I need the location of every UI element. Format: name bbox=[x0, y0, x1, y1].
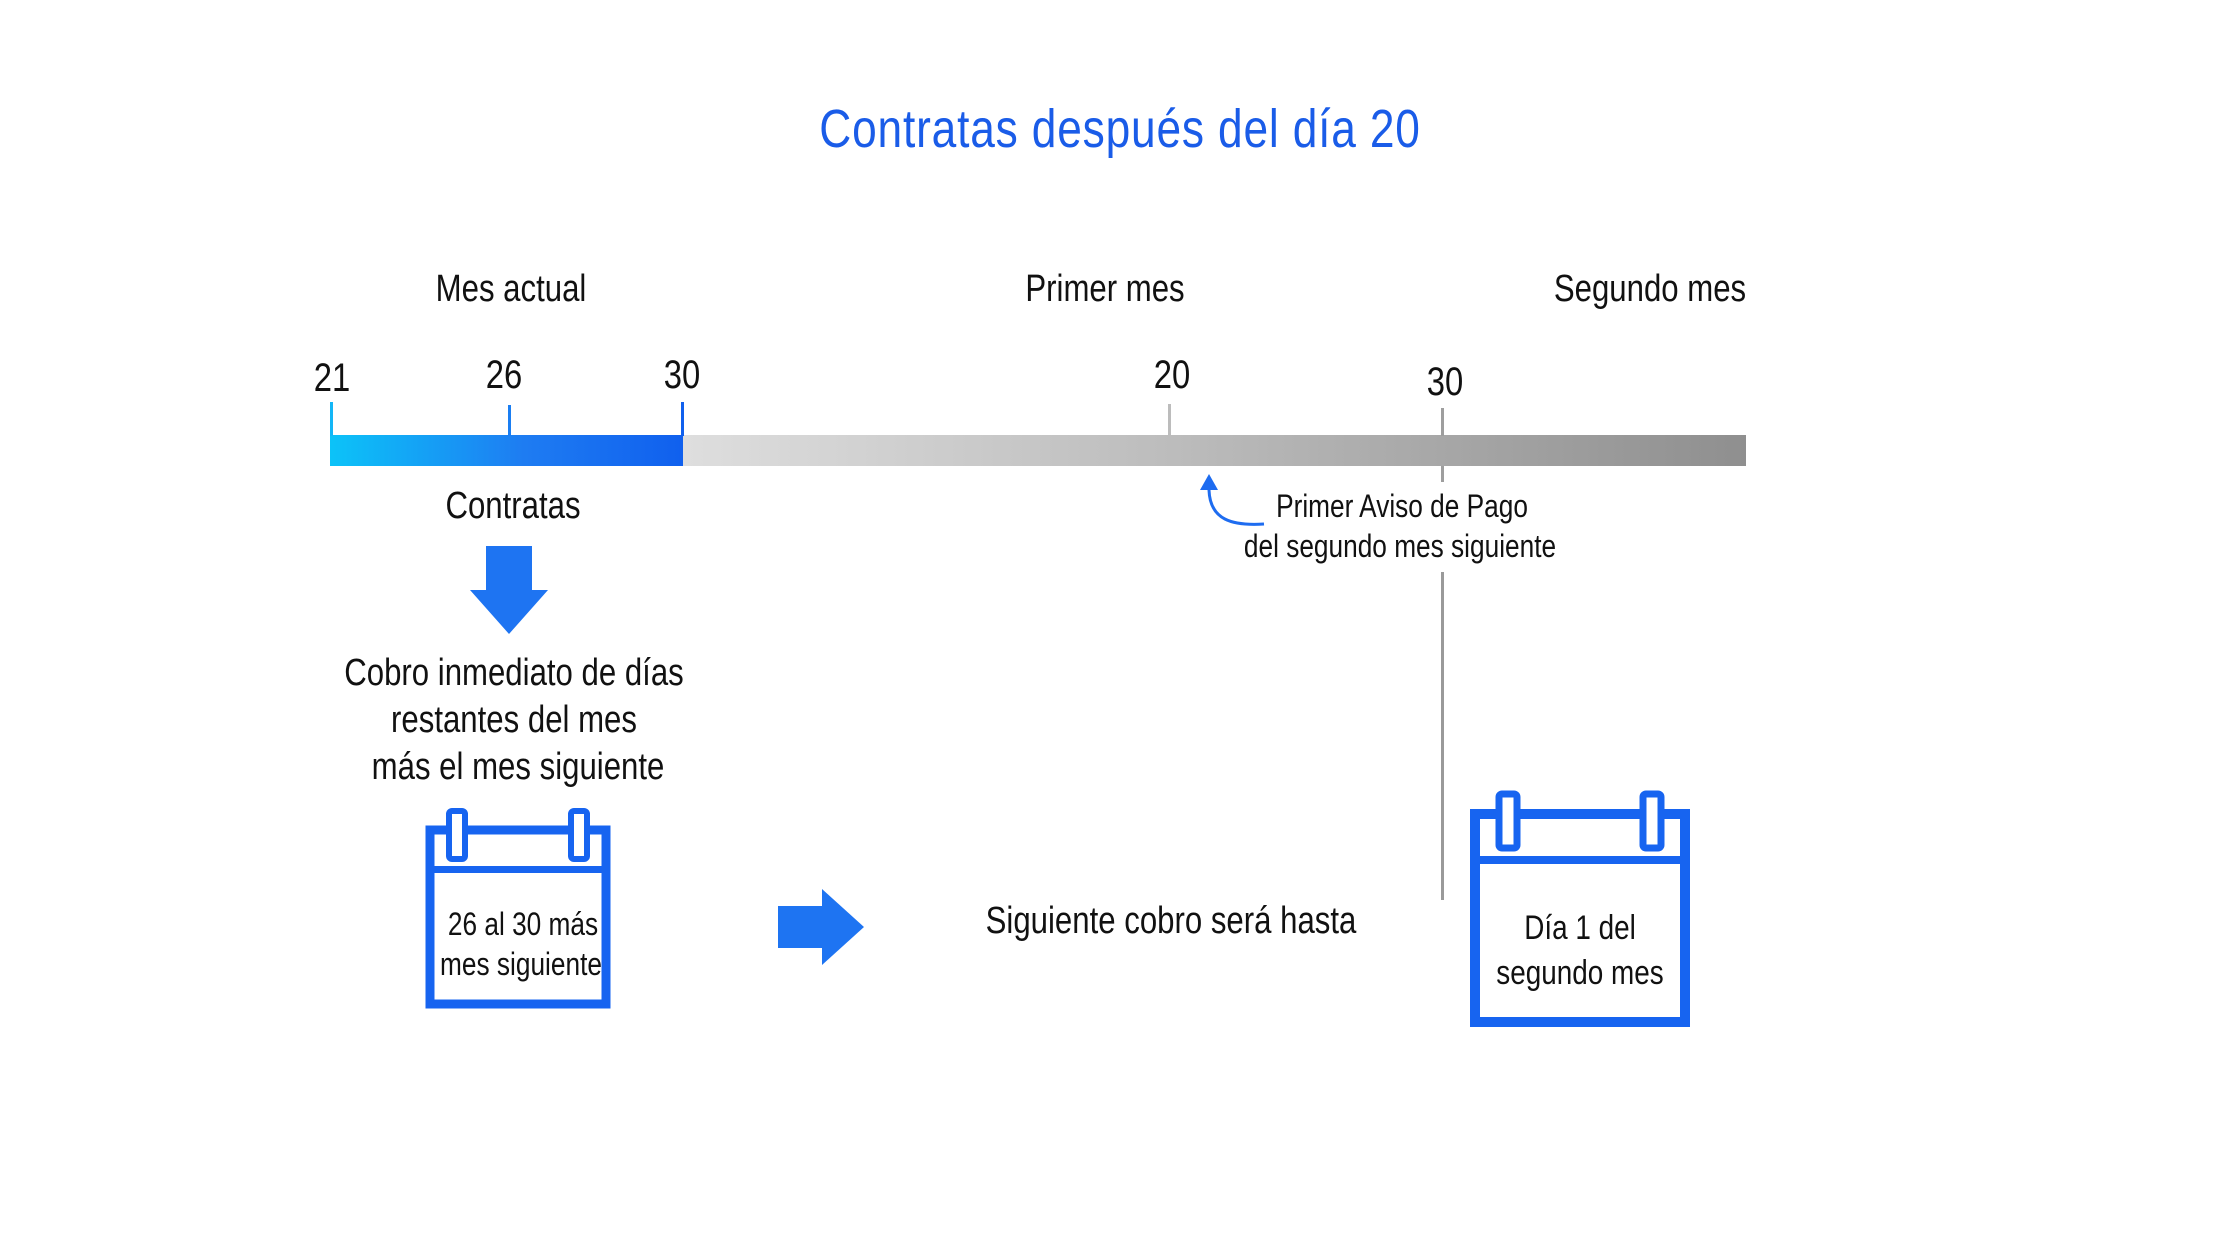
tick-label-26: 26 bbox=[485, 353, 523, 397]
tick-label-30-second: 30 bbox=[1426, 360, 1464, 404]
calendar-right-line-2: segundo mes bbox=[1496, 954, 1664, 992]
tick-20 bbox=[1168, 404, 1171, 436]
calendar-right-line-1: Día 1 del bbox=[1524, 909, 1636, 947]
tick-30-second bbox=[1441, 408, 1444, 436]
calendar-left-icon bbox=[425, 808, 611, 1009]
section-segundo-mes: Segundo mes bbox=[1553, 268, 1747, 310]
tick-label-30: 30 bbox=[663, 353, 701, 397]
cobro-inmediato-line-1: Cobro inmediato de días bbox=[344, 652, 684, 694]
calendar-left-line-2: mes siguiente bbox=[440, 946, 602, 982]
right-arrow-icon bbox=[778, 889, 864, 965]
cobro-inmediato-line-2: restantes del mes bbox=[391, 699, 637, 741]
calendar-right-icon bbox=[1470, 790, 1690, 1027]
down-arrow-icon bbox=[470, 546, 548, 634]
tick-21 bbox=[330, 402, 333, 436]
connector-line-top bbox=[1441, 466, 1444, 482]
connector-line bbox=[1441, 572, 1444, 900]
timeline-bar-future bbox=[683, 435, 1746, 466]
tick-26 bbox=[508, 405, 511, 436]
siguiente-cobro-label: Siguiente cobro será hasta bbox=[985, 900, 1357, 942]
page-title: Contratas después del día 20 bbox=[819, 99, 1421, 159]
tick-label-20: 20 bbox=[1153, 353, 1191, 397]
contratas-label: Contratas bbox=[445, 485, 581, 527]
curved-arrow-icon bbox=[1200, 474, 1265, 526]
aviso-line-1: Primer Aviso de Pago bbox=[1276, 488, 1528, 524]
calendar-left-line-1: 26 al 30 más bbox=[447, 906, 599, 942]
tick-label-21: 21 bbox=[313, 356, 351, 400]
section-primer-mes: Primer mes bbox=[1025, 268, 1185, 310]
timeline-bar-current bbox=[330, 435, 683, 466]
section-mes-actual: Mes actual bbox=[435, 268, 587, 310]
tick-30 bbox=[681, 402, 684, 436]
aviso-line-2: del segundo mes siguiente bbox=[1243, 528, 1557, 564]
cobro-inmediato-line-3: más el mes siguiente bbox=[371, 746, 665, 788]
